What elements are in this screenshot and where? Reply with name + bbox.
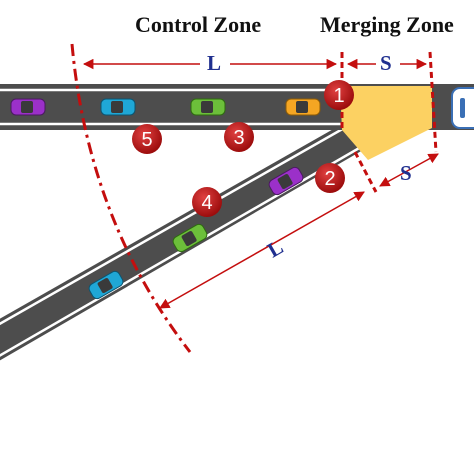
- control-zone-boundary-arc: [70, 43, 192, 353]
- badge-5: 5: [132, 124, 162, 154]
- svg-text:3: 3: [233, 127, 244, 149]
- vehicle-4: [172, 223, 208, 253]
- svg-text:2: 2: [324, 168, 335, 190]
- svg-text:1: 1: [333, 85, 344, 107]
- merge-entry-boundary-ramp: [353, 151, 378, 193]
- svg-text:5: 5: [141, 129, 152, 151]
- badge-4: 4: [192, 187, 222, 217]
- ramp-L-arrow: [159, 191, 365, 309]
- ramp-S-label: S: [400, 161, 412, 185]
- badge-3: 3: [224, 122, 254, 152]
- merging-zone-area: [340, 86, 432, 160]
- vehicle-main-purple: [10, 98, 46, 116]
- control-zone-title: Control Zone: [135, 12, 261, 37]
- vehicle-5: [100, 98, 136, 116]
- vehicle-ramp-blue: [88, 270, 124, 300]
- badge-2: 2: [315, 163, 345, 193]
- vehicle-1: [285, 98, 321, 116]
- vehicle-3: [190, 98, 226, 116]
- svg-text:4: 4: [201, 192, 212, 214]
- main-L-label: L: [207, 51, 221, 75]
- vehicle-2: [268, 166, 304, 196]
- merging-zone-title: Merging Zone: [320, 12, 454, 37]
- downstream-vehicle-window: [460, 98, 465, 118]
- merge-exit-boundary: [428, 51, 438, 153]
- ramp-S-arrow: [379, 153, 439, 187]
- badge-1: 1: [324, 80, 354, 110]
- ramp-L-label: L: [263, 235, 287, 263]
- main-S-label: S: [380, 51, 392, 75]
